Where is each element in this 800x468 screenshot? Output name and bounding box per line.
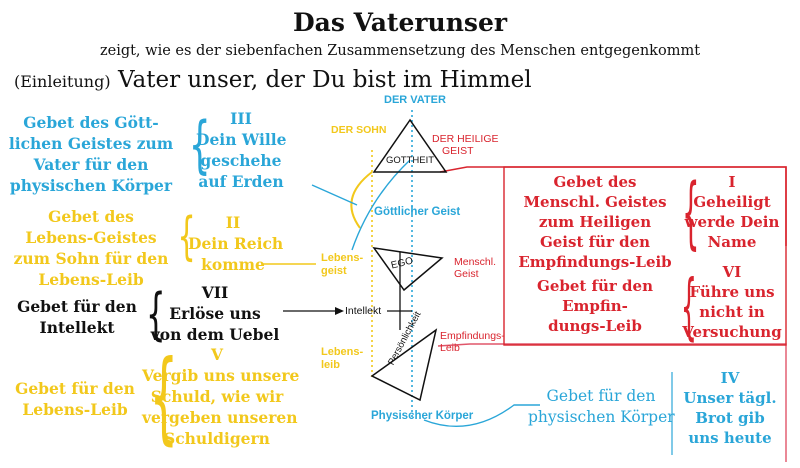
prayer-lebens-leib: Gebet für den Lebens-Leib [15, 379, 135, 419]
brace-petition-5: { [149, 338, 179, 455]
brace-petition-1: { [682, 168, 700, 258]
der-heilige-geist-label: DER HEILIGE GEIST [432, 133, 499, 157]
prayer-lebens-geist: Gebet des Lebens-Geistes zum Sohn für de… [13, 207, 169, 289]
pink-connector-line [437, 343, 787, 462]
petition-4: IV Unser tägl. Brot gib uns heute [683, 369, 777, 447]
petition-1: I Geheiligt werde Dein Name [684, 173, 780, 251]
intellekt-label: Intellekt [345, 305, 382, 317]
der-vater-label: DER VATER [384, 94, 446, 106]
petition-3: III Dein Wille geschehe auf Erden [196, 109, 287, 191]
petition-5: V Vergib uns unsere Schuld, wie wir verg… [142, 345, 300, 448]
prayer-menschl-geist: Gebet des Menschl. Geistes zum Heiligen … [518, 173, 672, 271]
prayer-goettlicher-geist: Gebet des Gött- lichen Geistes zum Vater… [8, 113, 174, 195]
prayer-intellekt: Gebet für den Intellekt [17, 297, 137, 337]
brace-petition-2: { [177, 207, 196, 267]
menschl-geist-label: Menschl. Geist [454, 256, 497, 280]
intellekt-arrow-head [335, 307, 344, 315]
gottheit-label: GOTTHEIT [386, 155, 435, 166]
physischer-koerper-label: Physischer Körper [371, 410, 474, 422]
empfindungs-leib-label: Empfindungs- Leib [440, 330, 505, 354]
ego-triangle [372, 247, 444, 292]
prayer-empfindungs-leib: Gebet für den Empfin- dungs-Leib [537, 277, 653, 335]
brace-petition-3: { [188, 108, 211, 181]
red-box [503, 166, 787, 346]
petition-2: II Dein Reich komme [188, 213, 284, 274]
der-sohn-label: DER SOHN [331, 124, 387, 136]
brace-petition-6: { [680, 264, 697, 348]
blue-arc [351, 159, 411, 251]
lebens-leib-label: Lebens- leib [321, 346, 364, 371]
brace-petition-7: { [146, 282, 166, 347]
blue-slant-line [311, 184, 358, 206]
yellow-arc [350, 171, 373, 229]
page-title: Das Vaterunser [292, 8, 508, 37]
prayer-physischer-koerper: Gebet für den physischen Körper [528, 387, 675, 426]
intro-text: Vater unser, der Du bist im Himmel [118, 67, 532, 93]
petition-7: VII Erlöse uns von dem Uebel [150, 283, 280, 344]
subtitle: zeigt, wie es der siebenfachen Zusammens… [99, 43, 701, 59]
physischer-koerper-connector [423, 404, 540, 428]
gottheit-triangle [372, 118, 448, 173]
goettlicher-geist-label: Göttlicher Geist [374, 206, 461, 218]
lebens-geist-label: Lebens- geist [321, 252, 364, 277]
persoenlichkeit-triangle [370, 328, 438, 402]
intro-label: (Einleitung) [14, 72, 111, 91]
petition-6: VI Führe uns nicht in Versuchung [682, 263, 782, 341]
